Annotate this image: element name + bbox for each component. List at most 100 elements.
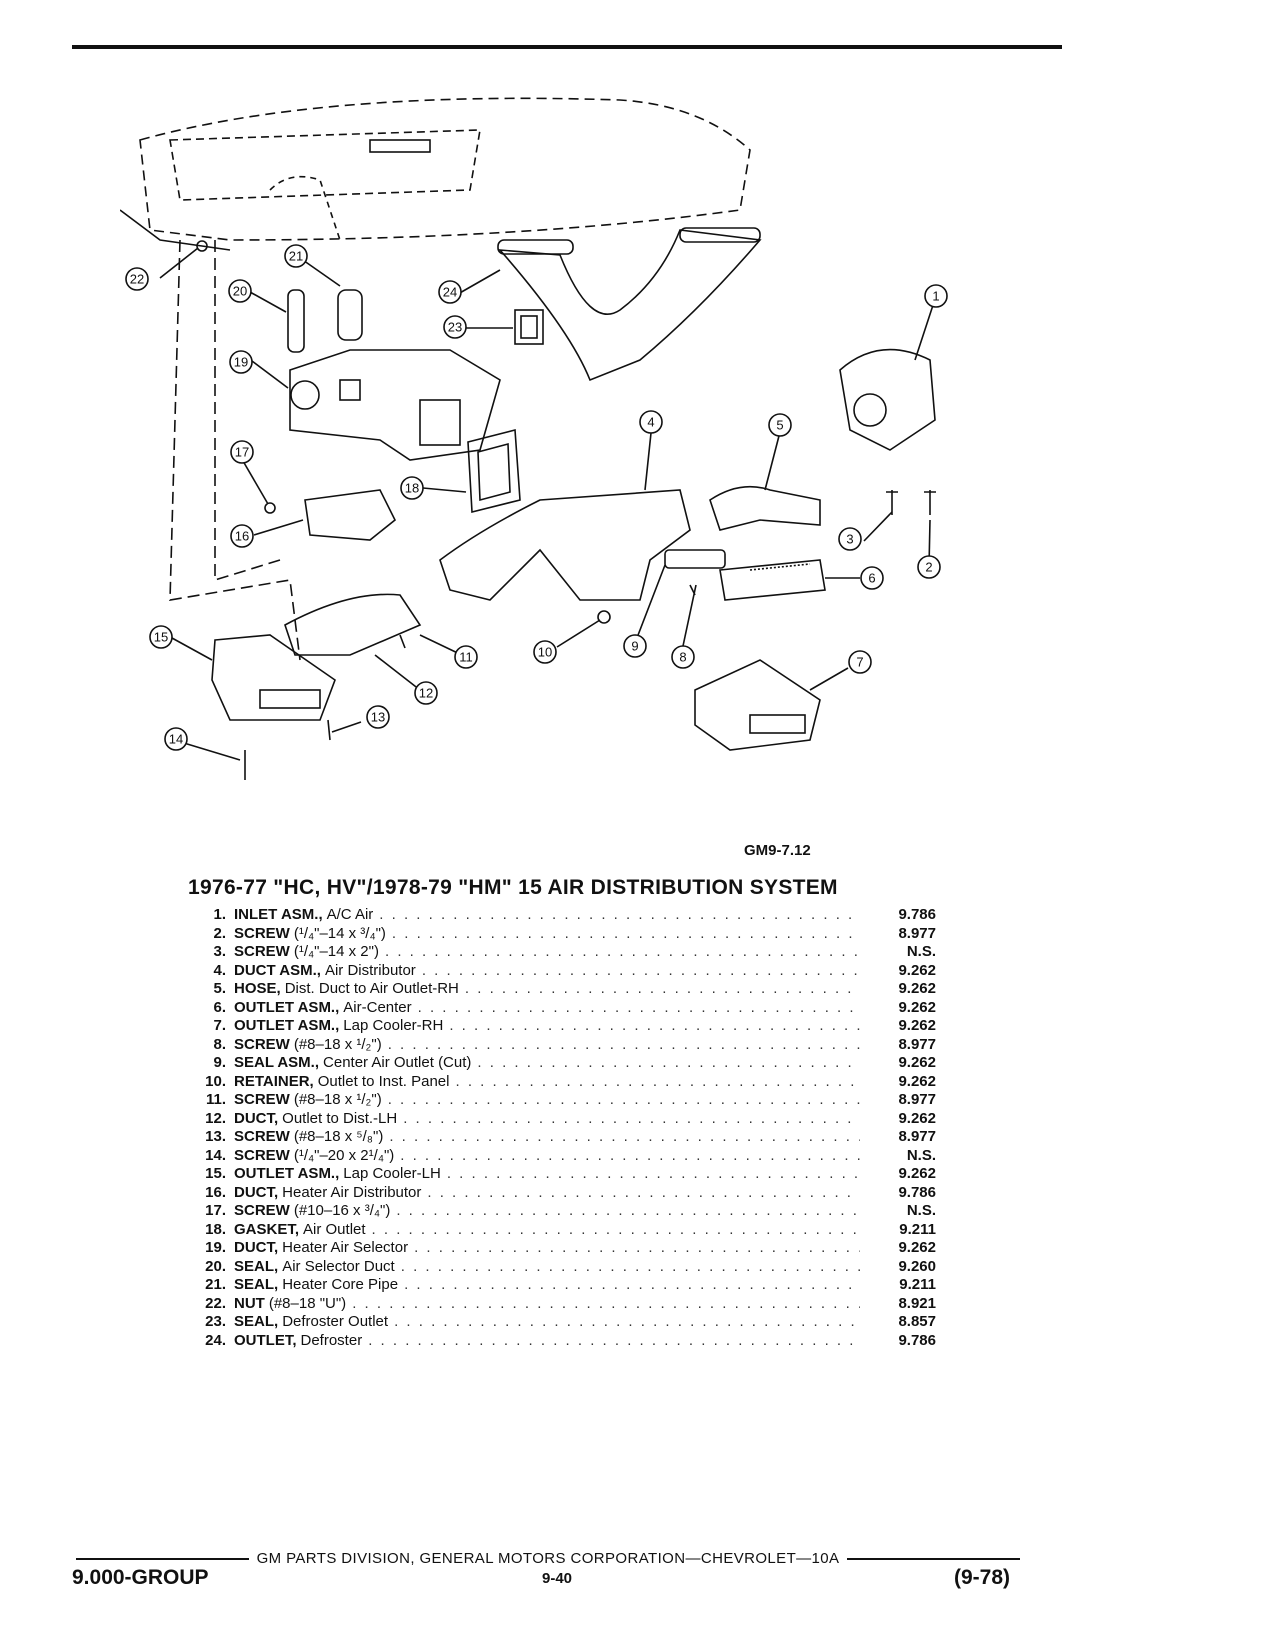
- svg-text:15: 15: [154, 630, 168, 645]
- svg-text:23: 23: [448, 320, 462, 335]
- part-number: 19.: [205, 1239, 226, 1256]
- svg-text:10: 10: [538, 645, 552, 660]
- leader-dots: [427, 1184, 860, 1202]
- leader-dots: [422, 962, 860, 980]
- group-number: 9.786: [898, 906, 936, 923]
- callout-18: 18: [400, 476, 424, 500]
- leader-dots: [455, 1073, 860, 1091]
- group-number: 9.262: [898, 961, 936, 979]
- callout-2: 2: [917, 555, 941, 579]
- part-description: Dist. Duct to Air Outlet-RH: [284, 980, 459, 997]
- leader-dots: [385, 943, 860, 961]
- svg-text:1: 1: [932, 289, 939, 304]
- part-description: Air Selector Duct: [282, 1257, 395, 1275]
- inlet-asm-shape: [839, 348, 936, 451]
- diagram-svg: 1 2 3 4 5 6 7 8 9 10 11 12 13 14 15 16 1…: [119, 97, 948, 780]
- part-description: Outlet to Inst. Panel: [317, 1072, 450, 1090]
- group-number: 8.857: [898, 1313, 936, 1330]
- heater-air-selector-shape: [289, 349, 501, 461]
- defroster-outlet-shape: [498, 229, 762, 382]
- callout-11: 11: [454, 645, 478, 669]
- leader-dots: [352, 1295, 860, 1313]
- leader-dots: [368, 1332, 860, 1350]
- part-name: OUTLET ASM.,: [234, 998, 340, 1016]
- part-name: SEAL,: [234, 1257, 279, 1275]
- part-number: 13.: [205, 1128, 226, 1145]
- footer-rule-left: [76, 1557, 249, 1560]
- leader-dots: [388, 1091, 860, 1109]
- instrument-panel-outline: [139, 97, 751, 241]
- part-number: 20.: [205, 1257, 226, 1275]
- air-distributor-shape: [439, 489, 691, 601]
- part-name: DUCT ASM.,: [234, 961, 321, 979]
- group-number: 9.262: [898, 1072, 936, 1090]
- group-number: N.S.: [906, 1146, 936, 1164]
- leader-dots: [401, 1258, 860, 1276]
- svg-text:21: 21: [289, 249, 303, 264]
- group-number: 9.262: [898, 1165, 936, 1182]
- group-number: 9.262: [898, 980, 936, 997]
- callout-21: 21: [284, 244, 308, 268]
- part-description: (¹/₄"–14 x 2"): [293, 943, 379, 960]
- part-number: 21.: [205, 1276, 226, 1293]
- part-name: SCREW: [234, 1146, 290, 1164]
- callout-9: 9: [623, 634, 647, 658]
- part-description: Center Air Outlet (Cut): [323, 1054, 472, 1071]
- callout-14: 14: [164, 727, 188, 751]
- part-number: 2.: [213, 924, 226, 942]
- part-description: A/C Air: [326, 906, 374, 923]
- leader-dots: [396, 1202, 860, 1220]
- callout-22: 22: [125, 267, 149, 291]
- part-number: 24.: [205, 1331, 226, 1349]
- part-description: (#10–16 x ³/₄"): [293, 1202, 391, 1219]
- svg-text:14: 14: [169, 732, 183, 747]
- parts-list-row: 18.GASKET,Air Outlet9.211: [180, 1221, 936, 1240]
- group-number: 9.262: [898, 1109, 936, 1127]
- callout-13: 13: [366, 705, 390, 729]
- svg-text:22: 22: [130, 272, 144, 287]
- parts-list-row: 7.OUTLET ASM.,Lap Cooler-RH9.262: [180, 1017, 936, 1036]
- leader-dots: [477, 1054, 860, 1072]
- part-description: Heater Core Pipe: [282, 1276, 399, 1293]
- svg-text:13: 13: [371, 710, 385, 725]
- part-number: 10.: [205, 1072, 226, 1090]
- group-number: N.S.: [906, 1202, 936, 1219]
- leader-dots: [379, 906, 860, 924]
- part-number: 17.: [205, 1202, 226, 1219]
- part-description: Lap Cooler-LH: [343, 1165, 441, 1182]
- part-description: Air Distributor: [324, 961, 416, 979]
- parts-list-row: 17.SCREW(#10–16 x ³/₄")N.S.: [180, 1202, 936, 1221]
- part-description: Outlet to Dist.-LH: [282, 1109, 398, 1127]
- group-number: 9.262: [898, 1054, 936, 1071]
- parts-list-row: 20.SEAL,Air Selector Duct9.260: [180, 1258, 936, 1277]
- leader-dots: [449, 1017, 860, 1035]
- svg-text:16: 16: [235, 529, 249, 544]
- part-number: 14.: [205, 1146, 226, 1164]
- part-description: (#8–18 x ¹/₂"): [293, 1091, 382, 1108]
- svg-text:2: 2: [925, 560, 932, 575]
- group-number: 9.262: [898, 1239, 936, 1256]
- parts-list-row: 19.DUCT,Heater Air Selector9.262: [180, 1239, 936, 1258]
- part-name: DUCT,: [234, 1183, 279, 1201]
- parts-list-row: 22.NUT(#8–18 "U")8.921: [180, 1295, 936, 1314]
- leader-dots: [389, 1128, 860, 1146]
- part-name: DUCT,: [234, 1239, 279, 1256]
- callout-16: 16: [230, 524, 254, 548]
- svg-text:20: 20: [233, 284, 247, 299]
- parts-list-row: 21.SEAL,Heater Core Pipe9.211: [180, 1276, 936, 1295]
- parts-list-title: 1976-77 "HC, HV"/1978-79 "HM" 15 AIR DIS…: [188, 876, 838, 899]
- part-number: 15.: [205, 1165, 226, 1182]
- group-number: 8.977: [898, 924, 936, 942]
- part-description: (#8–18 x ¹/₂"): [293, 1035, 382, 1053]
- leader-dots: [465, 980, 860, 998]
- parts-list-row: 23.SEAL,Defroster Outlet8.857: [180, 1313, 936, 1332]
- part-number: 1.: [213, 906, 226, 923]
- group-number: 8.921: [898, 1294, 936, 1312]
- group-number: 9.262: [898, 1017, 936, 1034]
- part-number: 22.: [205, 1294, 226, 1312]
- svg-text:5: 5: [776, 418, 783, 433]
- parts-list-row: 8.SCREW(#8–18 x ¹/₂")8.977: [180, 1036, 936, 1055]
- parts-list-row: 16.DUCT,Heater Air Distributor9.786: [180, 1184, 936, 1203]
- part-number: 12.: [205, 1109, 226, 1127]
- callout-8: 8: [671, 645, 695, 669]
